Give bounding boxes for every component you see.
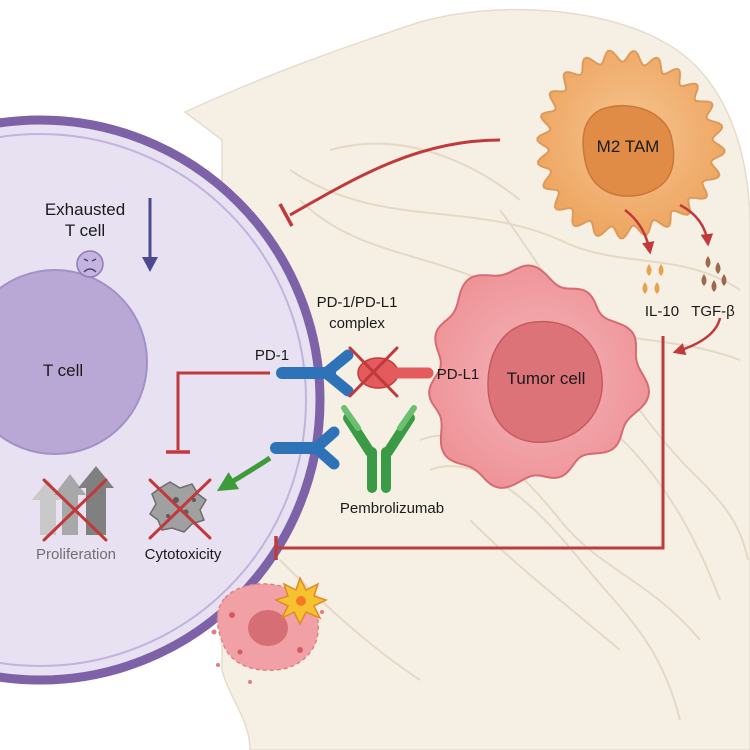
pd1-label: PD-1 (255, 347, 289, 364)
complex-label-line2: complex (329, 315, 385, 332)
tumor-cell (428, 264, 650, 489)
cytotoxicity-label: Cytotoxicity (145, 546, 222, 563)
pd1-receptor-free (270, 426, 340, 470)
tam-inhibition-bar (278, 203, 294, 227)
tam-nucleus (582, 104, 675, 197)
m2-tam-cell (536, 49, 726, 240)
complex-blocked-x-icon (348, 346, 399, 398)
cytokine-to-tumor-arrow (672, 317, 722, 356)
sad-face-icon (76, 250, 104, 278)
t-cell-label: T cell (43, 361, 83, 380)
pembrolizumab-antibody (341, 405, 417, 493)
complex-label-line1: PD-1/PD-L1 (317, 294, 398, 311)
proliferation-blocked-x-icon (42, 478, 108, 542)
exhausted-label-line2: T cell (65, 221, 105, 240)
tumor-cell-label: Tumor cell (507, 369, 586, 388)
proliferation-label: Proliferation (36, 546, 116, 563)
il10-secretion-arrow (624, 209, 655, 255)
tumor-nucleus (487, 320, 603, 443)
m2-tam-label: M2 TAM (597, 137, 660, 156)
restore-cytotoxicity-arrow (216, 455, 272, 492)
pdl1-label: PD-L1 (437, 366, 480, 383)
pd1-inhibition-line (176, 371, 270, 450)
il10-droplets-icon (642, 264, 664, 294)
cytokine-inhibition-line (278, 336, 665, 550)
t-cell-nucleus (0, 269, 148, 455)
il10-label: IL-10 (645, 303, 679, 320)
exhausted-label-line1: Exhausted (45, 200, 125, 219)
exhaustion-arrowhead (142, 257, 158, 272)
pembrolizumab-label: Pembrolizumab (340, 500, 444, 517)
tam-inhibition-arrow (289, 138, 501, 217)
tgfb-droplets-icon (701, 256, 727, 292)
pd1-receptor-bound (276, 349, 354, 397)
tgfb-secretion-arrow (679, 203, 714, 247)
cytotoxicity-blocked-x-icon (148, 478, 212, 540)
explosion-icon (274, 576, 328, 626)
tgfb-label: TGF-β (691, 303, 735, 320)
